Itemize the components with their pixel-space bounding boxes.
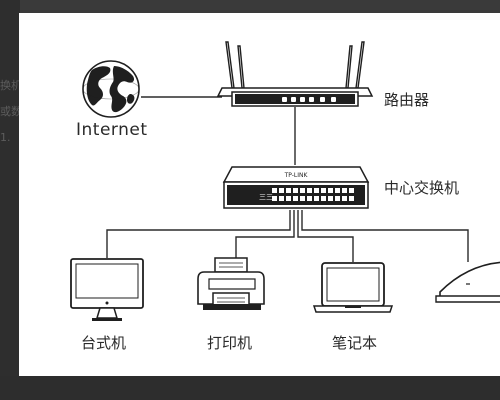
switch-brand-text: TP-LINK (284, 172, 309, 179)
laptop-icon (312, 262, 394, 313)
internet-label: Internet (76, 120, 148, 140)
printer-label: 打印机 (207, 334, 253, 352)
desktop-label: 台式机 (81, 334, 127, 352)
background-left-strip (0, 0, 20, 400)
access-point-icon (435, 261, 500, 303)
switch-printer-link (235, 210, 295, 258)
switch-icon: TP-LINK 三三 (222, 166, 370, 209)
background-ghost-text-2: 或数 (0, 105, 22, 118)
switch-laptop-link (297, 210, 354, 262)
router-label: 路由器 (384, 91, 430, 109)
switch-ap-link (301, 210, 469, 262)
switch-port-badge: 三三 (259, 193, 273, 201)
laptop-label: 笔记本 (332, 334, 378, 352)
router-icon (216, 41, 374, 107)
globe-icon (82, 60, 140, 118)
desktop-monitor-icon (70, 258, 144, 321)
switch-ports (272, 188, 354, 201)
bottom-bar (0, 376, 500, 400)
printer-icon (197, 257, 265, 310)
connection-lines (106, 96, 469, 262)
background-ghost-text-1: 换机 (0, 79, 22, 92)
switch-desktop-link (106, 210, 291, 258)
background-ghost-text-3: 1. (0, 131, 11, 144)
switch-label: 中心交换机 (384, 179, 460, 197)
